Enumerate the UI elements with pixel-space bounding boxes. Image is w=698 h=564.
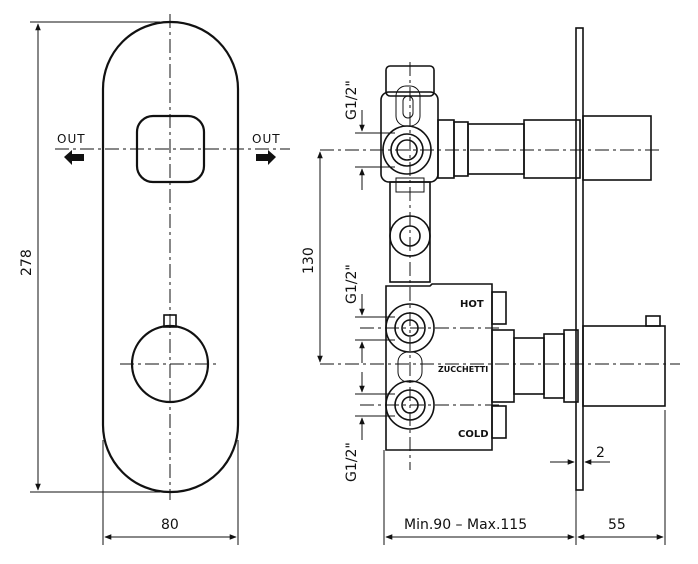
spacing-dimension: 130 — [301, 151, 323, 363]
depth-dimension: Min.90 – Max.115 55 — [383, 410, 666, 545]
thread-bottom-dimension: G1/2" — [344, 372, 395, 482]
height-dim-label: 278 — [19, 249, 35, 276]
thread-middle-label: G1/2" — [344, 264, 360, 304]
out-right-label: OUT — [252, 132, 281, 146]
depth-extra-label: 55 — [608, 517, 626, 533]
wall-plate-side — [575, 27, 584, 491]
width-dimension: 80 — [102, 440, 239, 545]
thread-middle-dimension: G1/2" — [344, 264, 395, 363]
out-right-indicator: OUT — [252, 132, 281, 165]
thread-bottom-label: G1/2" — [344, 442, 360, 482]
diverter-body — [380, 65, 652, 183]
arrow-left-icon — [64, 150, 84, 165]
thread-top-dimension: G1/2" — [344, 80, 395, 190]
cold-label: COLD — [458, 429, 489, 440]
depth-range-label: Min.90 – Max.115 — [404, 517, 527, 533]
out-left-label: OUT — [57, 132, 86, 146]
thread-top-label: G1/2" — [344, 80, 360, 120]
height-dimension: 278 — [19, 21, 160, 493]
hot-label: HOT — [460, 299, 484, 310]
plate-thickness-label: 2 — [596, 445, 605, 461]
front-view: OUT OUT 278 80 — [19, 14, 290, 545]
brand-label: ZUCCHETTI — [438, 365, 488, 374]
thermostatic-body: HOT ZUCCHETTI COLD — [385, 283, 666, 451]
spacing-dim-label: 130 — [301, 247, 317, 274]
plate-thickness-dimension: 2 — [550, 445, 610, 465]
arrow-right-icon — [256, 150, 276, 165]
side-view: HOT ZUCCHETTI COLD G1/2" G1/2" — [301, 27, 680, 545]
out-left-indicator: OUT — [57, 132, 86, 165]
width-dim-label: 80 — [161, 517, 179, 533]
